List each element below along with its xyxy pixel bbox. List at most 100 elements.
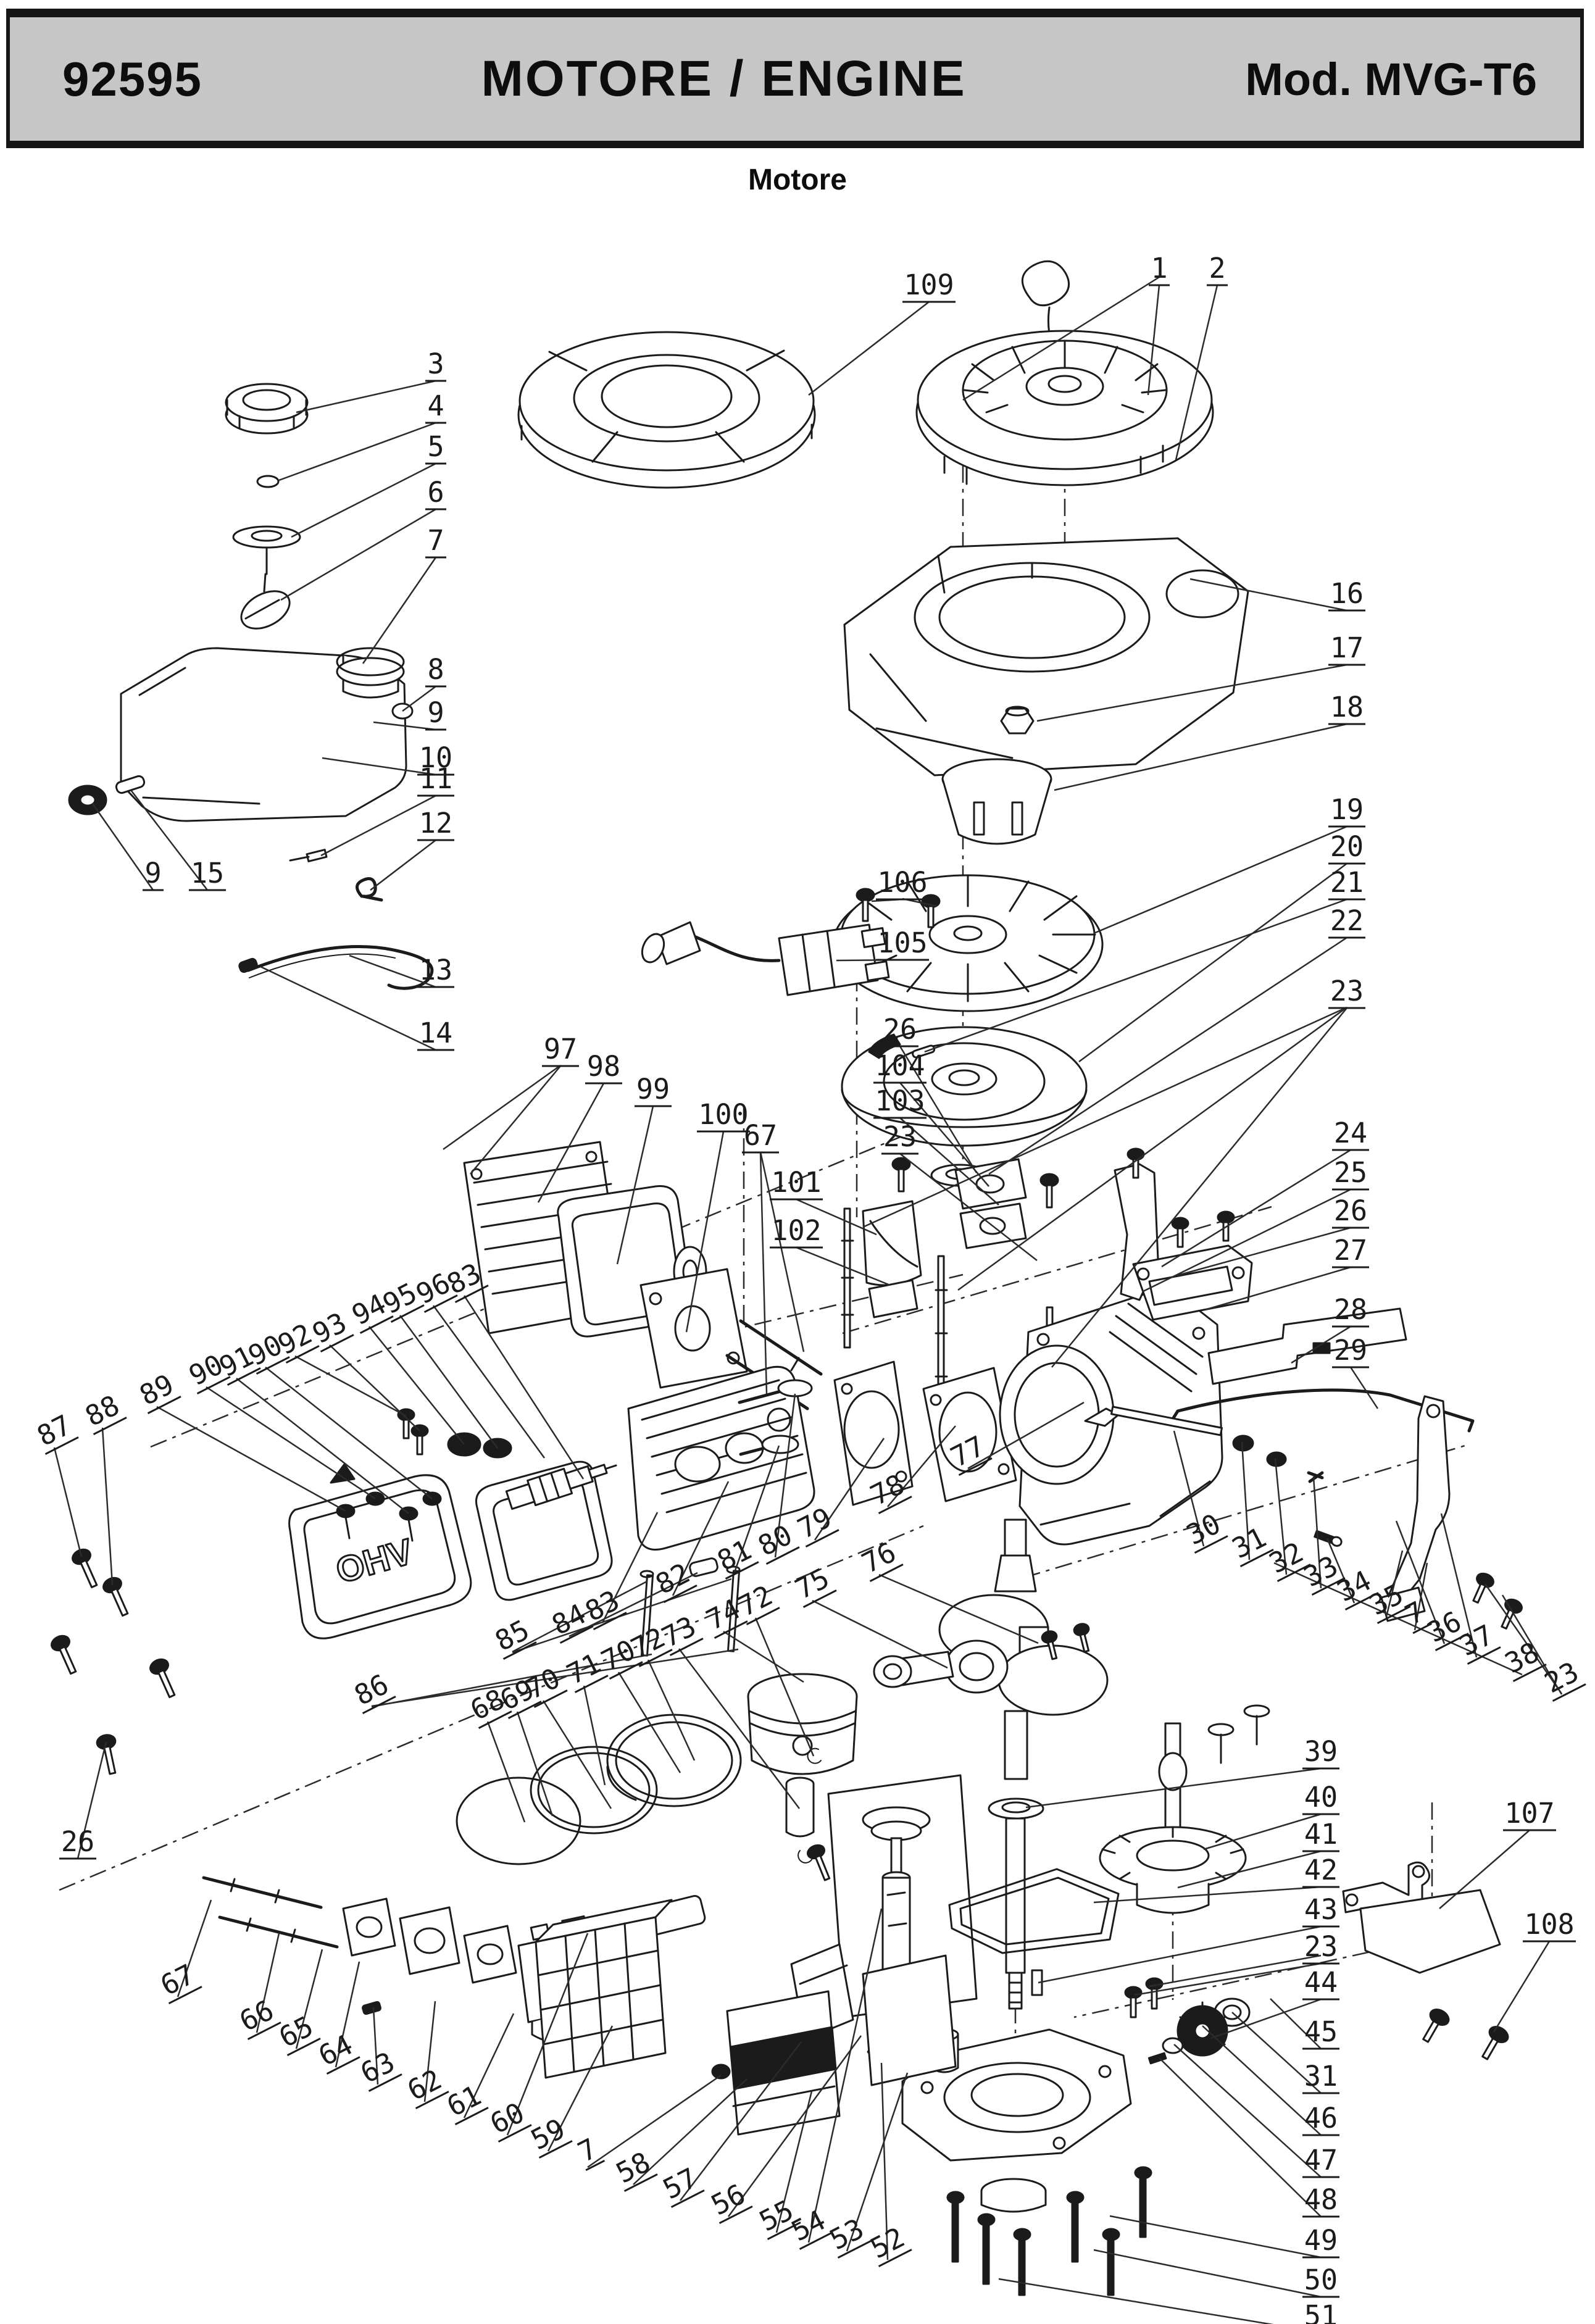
leader-line: [924, 898, 1347, 1053]
callout-underline: [44, 1436, 79, 1456]
leader-line: [130, 789, 208, 891]
callout-87: 87: [32, 1409, 79, 1456]
callout-number: 59: [526, 2112, 570, 2157]
callout-18: 18: [1328, 691, 1365, 725]
callout-number: 27: [1334, 1234, 1367, 1267]
leader-line: [1149, 1954, 1322, 1988]
callout-65: 65: [274, 2010, 321, 2057]
callout-9: 9: [143, 857, 164, 891]
crankcase-cylinder: [999, 1290, 1223, 1546]
callout-number: 51: [1304, 2299, 1338, 2324]
callout-underline: [538, 2140, 573, 2159]
callout-number: 19: [1330, 793, 1364, 826]
callout-underline: [574, 1675, 609, 1694]
callout-5: 5: [425, 430, 446, 465]
leader-line: [723, 1630, 804, 1683]
callout-number: 26: [61, 1825, 94, 1858]
cooling-fan: [832, 874, 1104, 1012]
callout-underline: [147, 1396, 181, 1415]
leader-line: [733, 1445, 780, 1573]
callout-3: 3: [425, 348, 446, 382]
leader-line: [1177, 1850, 1322, 1889]
callout-103: 103: [873, 1085, 927, 1119]
callout-underline: [585, 2160, 606, 2172]
callout-41: 41: [1302, 1818, 1339, 1852]
callout-11: 11: [417, 762, 454, 797]
camshaft: [1099, 1722, 1247, 1914]
callout-52: 52: [865, 2221, 912, 2268]
callout-underline: [725, 1561, 759, 1580]
leader-line: [206, 1386, 376, 1500]
callout-number: 80: [753, 1518, 798, 1563]
leader-line: [1493, 1941, 1551, 2033]
leader-line: [754, 1617, 815, 1757]
callout-56: 56: [706, 2178, 753, 2225]
callout-19: 19: [1328, 793, 1365, 828]
starter-cup: [941, 758, 1052, 845]
callout-underline: [359, 1315, 394, 1335]
callout-number: 17: [1330, 631, 1364, 664]
callout-number: 39: [1304, 1735, 1338, 1768]
callout-underline: [802, 1589, 837, 1609]
callout-99: 99: [635, 1073, 672, 1107]
callout-number: 48: [1304, 2183, 1338, 2216]
callout-underline: [714, 1620, 748, 1639]
callout-underline: [638, 1649, 673, 1668]
leader-line: [256, 1933, 280, 2033]
callout-number: 75: [790, 1562, 835, 1606]
plug-bolts: [397, 1408, 429, 1456]
leader-line: [1414, 1562, 1428, 1631]
leader-line: [647, 1659, 696, 1761]
leader-line: [1203, 1813, 1322, 1851]
carb-gasket-2: [463, 1925, 517, 1984]
leader-line: [862, 1006, 1347, 1228]
callout-number: 24: [1334, 1117, 1367, 1149]
callout-underline: [609, 1661, 643, 1680]
callout-13: 13: [417, 954, 454, 988]
diagram-subtitle: Motore: [748, 164, 847, 196]
leader-line: [678, 1648, 800, 1809]
callout-67: 67: [156, 1958, 202, 2005]
pan-bolt-7: [806, 1844, 831, 1881]
callout-51: 51: [1304, 2299, 1338, 2324]
callout-underline: [362, 1696, 396, 1715]
leader-line: [295, 1949, 323, 2049]
callout-number: 64: [314, 2028, 358, 2073]
callout-number: 5: [427, 430, 444, 463]
callout-62: 62: [402, 2063, 449, 2110]
head-gaskets: [833, 1360, 1017, 1506]
leader-line: [372, 2007, 379, 2085]
callout-underline: [767, 2222, 801, 2241]
leader-line: [1036, 664, 1347, 722]
callout-underline: [285, 1345, 320, 1364]
control-bracket: [1114, 1147, 1253, 1321]
leader-line: [587, 2074, 722, 2168]
leader-line: [371, 1648, 739, 1707]
callout-number: 56: [706, 2178, 751, 2222]
callout-underline: [593, 1612, 627, 1631]
leader-line: [463, 2013, 515, 2118]
callout-number: 62: [402, 2063, 447, 2107]
muffler-gasket: [639, 1268, 748, 1389]
callout-underline: [1467, 1646, 1501, 1665]
leader-line: [727, 2035, 862, 2217]
callout-number: 28: [1334, 1293, 1367, 1326]
leader-line: [265, 1367, 433, 1499]
callout-number: 31: [1304, 2060, 1338, 2093]
callout-underline: [1412, 1623, 1433, 1635]
callout-40: 40: [1302, 1781, 1339, 1815]
leader-line: [329, 1344, 420, 1431]
callout-number: 49: [1304, 2224, 1338, 2257]
leader-line: [53, 1447, 83, 1557]
cover-bolts: [51, 1548, 176, 1775]
callout-23: 23: [1328, 975, 1365, 1009]
callout-number: 1: [1151, 252, 1167, 285]
callout-underline: [746, 1607, 780, 1626]
callout-number: 60: [485, 2096, 530, 2141]
callout-38: 38: [1500, 1636, 1547, 1683]
callout-underline: [878, 1496, 912, 1515]
leader-line: [423, 2001, 436, 2102]
governor-arm: [1380, 1395, 1451, 1622]
leader-line: [1189, 578, 1347, 612]
